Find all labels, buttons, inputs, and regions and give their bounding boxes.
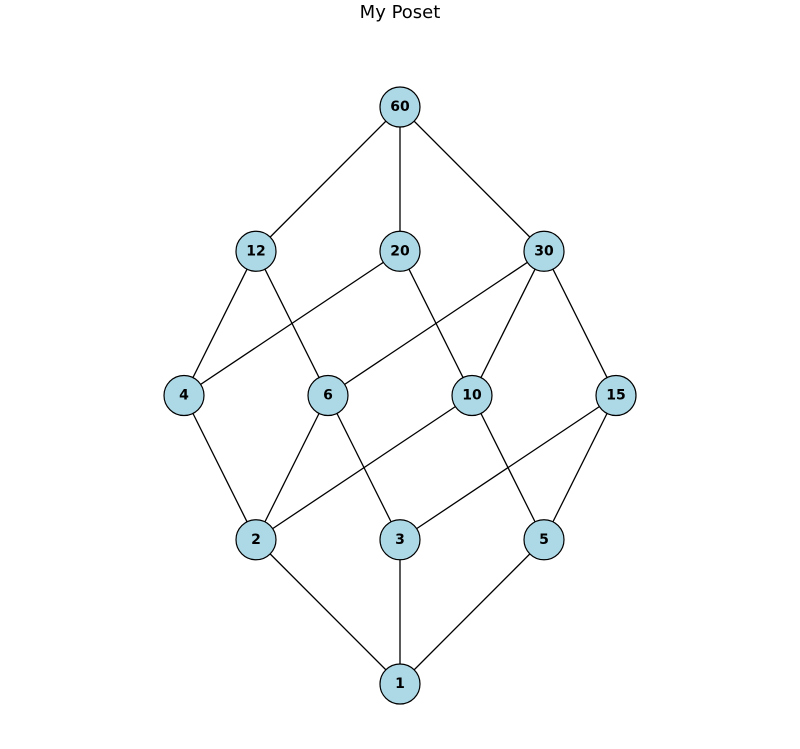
- node-label-3: 3: [395, 532, 405, 548]
- node-circle-1: [379, 663, 421, 705]
- node-10: 10: [451, 374, 493, 417]
- node-circle-2: [235, 519, 277, 561]
- edge-4-2: [183, 395, 257, 541]
- node-12: 12: [235, 230, 277, 272]
- node-3: 3: [379, 519, 421, 561]
- node-5: 5: [523, 519, 565, 561]
- node-circle-60: [379, 86, 421, 128]
- node-circle-10: [451, 374, 493, 417]
- edge-30-10: [471, 250, 545, 396]
- node-label-12: 12: [246, 243, 265, 259]
- node-circle-3: [379, 519, 421, 561]
- node-2: 2: [235, 519, 277, 561]
- nodes-layer: 60 12 20 30 4 6 10 15 2 3 5 1: [163, 86, 637, 705]
- node-label-5: 5: [539, 532, 549, 548]
- edge-15-3: [399, 394, 617, 541]
- node-1: 1: [379, 663, 421, 705]
- node-circle-30: [523, 230, 565, 272]
- edge-30-6: [327, 250, 545, 397]
- edge-12-4: [183, 250, 257, 396]
- node-circle-6: [307, 374, 349, 417]
- edge-60-12: [255, 106, 401, 252]
- node-label-2: 2: [251, 532, 261, 548]
- edge-20-4: [183, 250, 401, 397]
- edge-30-15: [543, 250, 617, 396]
- node-label-10: 10: [462, 388, 482, 404]
- node-label-6: 6: [323, 388, 333, 404]
- node-circle-5: [523, 519, 565, 561]
- edges-layer: [183, 106, 617, 685]
- node-label-20: 20: [390, 243, 410, 259]
- node-label-30: 30: [534, 243, 554, 259]
- edge-5-1: [399, 539, 545, 685]
- node-circle-12: [235, 230, 277, 272]
- node-circle-4: [163, 374, 205, 417]
- node-20: 20: [379, 230, 421, 272]
- diagram-title: My Poset: [359, 2, 441, 23]
- node-label-4: 4: [179, 388, 189, 404]
- node-15: 15: [595, 374, 637, 417]
- node-label-60: 60: [390, 99, 410, 115]
- edge-6-2: [255, 395, 329, 541]
- node-4: 4: [163, 374, 205, 417]
- node-60: 60: [379, 86, 421, 128]
- node-circle-20: [379, 230, 421, 272]
- edge-10-2: [255, 394, 473, 541]
- edge-2-1: [255, 539, 401, 685]
- node-30: 30: [523, 230, 565, 272]
- edge-15-5: [543, 395, 617, 541]
- node-label-1: 1: [395, 676, 405, 692]
- node-label-15: 15: [606, 388, 625, 404]
- node-6: 6: [307, 374, 349, 417]
- node-circle-15: [595, 374, 637, 417]
- edge-60-30: [399, 106, 545, 252]
